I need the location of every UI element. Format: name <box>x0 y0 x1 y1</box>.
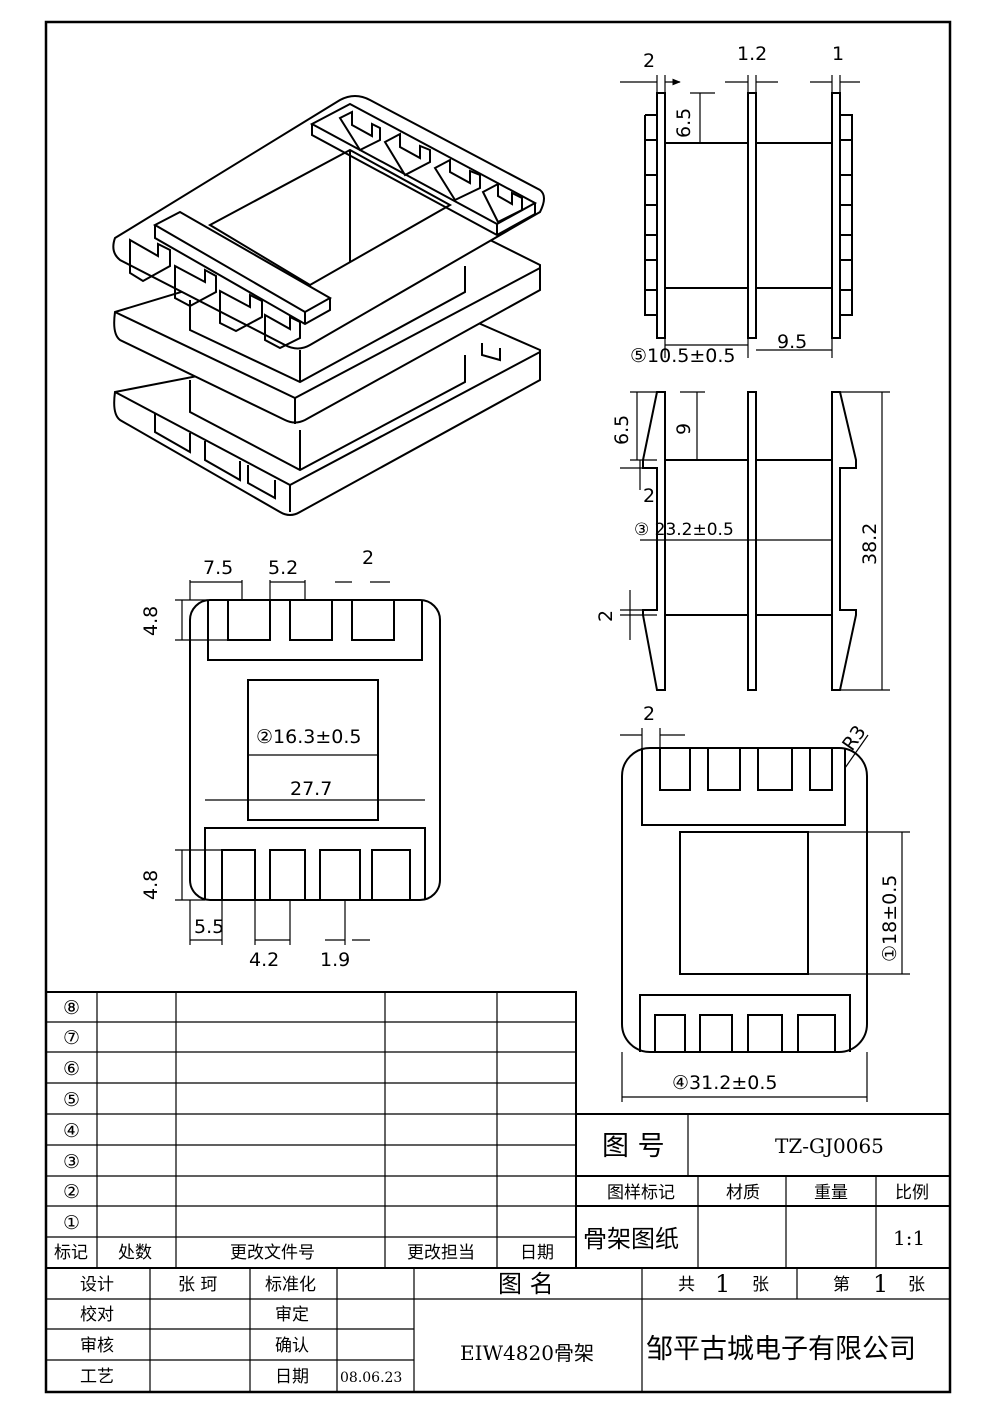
dim-front-7-5: 7.5 <box>203 557 233 579</box>
total-unit: 张 <box>752 1275 769 1295</box>
design-label: 设计 <box>80 1275 114 1295</box>
bottom-view: 2 R3 ①18±0.5 ④31.2±0.5 <box>620 703 910 1102</box>
front-view: 7.5 5.2 2 4.8 ②16.3±0.5 27.7 4.8 5.5 4.2… <box>140 547 441 971</box>
dim-front-5-5: 5.5 <box>194 916 224 938</box>
craft-label: 工艺 <box>80 1367 114 1387</box>
scale-label: 比例 <box>895 1183 929 1203</box>
dim-front-4-2: 4.2 <box>249 949 279 971</box>
rev-header-count: 处数 <box>118 1243 152 1263</box>
designer-name: 张 珂 <box>178 1275 217 1295</box>
weight-label: 重量 <box>814 1183 848 1203</box>
sample-mark-value: 骨架图纸 <box>583 1225 679 1253</box>
audit-label: 审核 <box>80 1336 114 1356</box>
dim-bottom-31-2: ④31.2±0.5 <box>672 1072 777 1094</box>
side-view: 6.5 9 2 ③ 23.2±0.5 38.2 2 <box>595 391 890 691</box>
dim-top-1: 1 <box>832 43 844 65</box>
drawing-frame <box>44 20 952 1394</box>
scale-value: 1:1 <box>893 1226 925 1250</box>
rev-row-1: ① <box>63 1212 80 1234</box>
dim-front-4-8b: 4.8 <box>140 870 162 900</box>
dim-side-23-2: ③ 23.2±0.5 <box>634 520 734 540</box>
drawing-no-label: 图 号 <box>602 1131 665 1162</box>
dim-front-4-8a: 4.8 <box>140 606 162 636</box>
dim-front-5-2: 5.2 <box>268 557 298 579</box>
rev-row-7: ⑦ <box>63 1027 80 1049</box>
dim-front-27-7: 27.7 <box>290 778 332 800</box>
sample-mark-label: 图样标记 <box>607 1183 675 1203</box>
title-block: 图 号 TZ-GJ0065 图样标记 材质 重量 比例 骨架图纸 1:1 设计 … <box>46 1113 950 1392</box>
dim-front-16-3: ②16.3±0.5 <box>256 726 361 748</box>
sheet-value: 1 <box>873 1270 888 1298</box>
rev-row-4: ④ <box>63 1120 80 1142</box>
top-view: 2 1.2 1 6.5 ⑤10.5±0.5 9.5 <box>620 43 860 367</box>
dim-bottom-2: 2 <box>643 703 655 725</box>
dim-side-2b: 2 <box>595 610 617 622</box>
dim-top-9-5: 9.5 <box>777 331 807 353</box>
dim-side-38-2: 38.2 <box>859 523 881 565</box>
rev-header-doc: 更改文件号 <box>230 1243 315 1263</box>
dim-top-2: 2 <box>643 50 655 72</box>
dim-front-1-9: 1.9 <box>320 949 350 971</box>
rev-header-owner: 更改担当 <box>407 1243 475 1263</box>
sheet-label: 第 <box>833 1275 850 1295</box>
dim-top-1-2: 1.2 <box>737 43 767 65</box>
material-label: 材质 <box>726 1183 760 1203</box>
dim-top-10-5: ⑤10.5±0.5 <box>630 345 735 367</box>
proof-label: 校对 <box>80 1305 114 1325</box>
rev-row-5: ⑤ <box>63 1089 80 1111</box>
part-name: EIW4820骨架 <box>460 1341 594 1365</box>
rev-header-date: 日期 <box>520 1243 554 1263</box>
dim-side-6-5: 6.5 <box>611 415 633 445</box>
review-label: 审定 <box>275 1305 309 1325</box>
company-name: 邹平古城电子有限公司 <box>646 1334 916 1365</box>
total-value: 1 <box>715 1270 730 1298</box>
rev-row-8: ⑧ <box>63 997 80 1019</box>
rev-row-3: ③ <box>63 1151 80 1173</box>
date-value: 08.06.23 <box>340 1370 402 1386</box>
dim-bottom-18: ①18±0.5 <box>879 875 901 962</box>
dim-side-9: 9 <box>673 423 695 435</box>
drawing-no: TZ-GJ0065 <box>775 1134 884 1158</box>
total-label: 共 <box>678 1275 695 1295</box>
rev-row-6: ⑥ <box>63 1058 80 1080</box>
rev-header-mark: 标记 <box>54 1243 88 1263</box>
name-label: 图 名 <box>498 1270 554 1298</box>
dim-top-6-5: 6.5 <box>673 108 695 138</box>
revision-table: ⑧ ⑦ ⑥ ⑤ ④ ③ ② ① 标记 处数 更改文件号 更改担当 日期 <box>46 991 577 1268</box>
date-label: 日期 <box>275 1367 309 1387</box>
dim-front-2: 2 <box>362 547 374 569</box>
dim-side-2a: 2 <box>643 485 655 507</box>
confirm-label: 确认 <box>275 1336 309 1356</box>
isometric-view <box>112 95 545 516</box>
sheet-unit: 张 <box>908 1275 925 1295</box>
standard-label: 标准化 <box>265 1275 316 1295</box>
rev-row-2: ② <box>63 1181 80 1203</box>
